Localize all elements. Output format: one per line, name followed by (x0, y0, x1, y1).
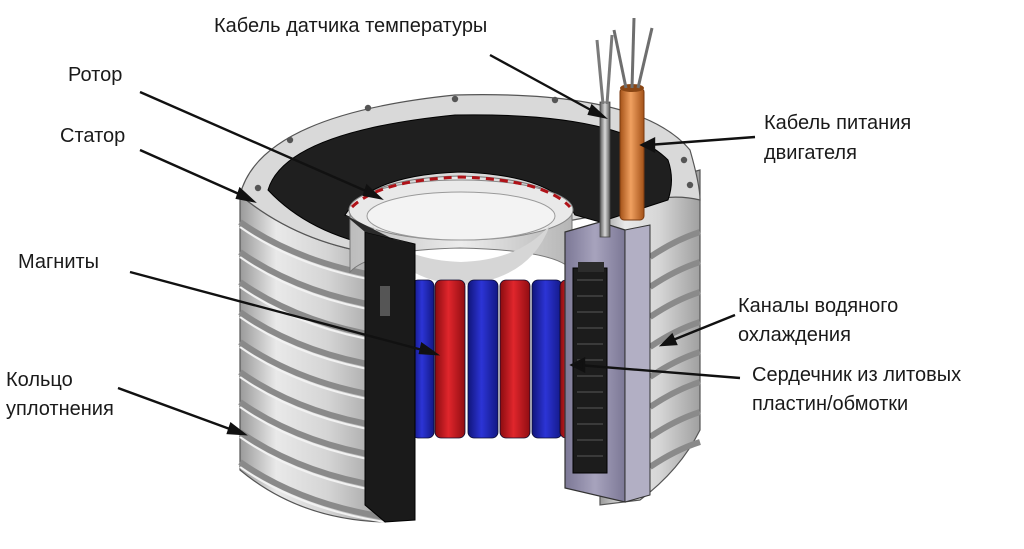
label-temp-sensor-cable: Кабель датчика температуры (214, 15, 488, 37)
cut-slot-left (380, 286, 390, 316)
arrow-magnets (418, 341, 441, 356)
groove-right (648, 409, 701, 440)
arrow-temp-sensor (587, 103, 608, 120)
magnets-group (411, 279, 583, 439)
arrow-stator (235, 186, 257, 203)
label-cooling-channels-line1: Каналы водяного (738, 295, 899, 317)
sensor-cable (599, 101, 611, 238)
label-rotor: Ротор (68, 64, 123, 86)
leader-lines (117, 53, 756, 436)
bolt-hole (551, 96, 559, 104)
sensor-wire-2 (605, 34, 614, 105)
arrow-core (569, 357, 586, 373)
power-cable (619, 87, 645, 221)
bolt-hole (451, 95, 459, 103)
groove-right (648, 259, 701, 290)
rotor-bore (348, 175, 574, 285)
bore-hole (366, 191, 556, 241)
arrow-power-cable (639, 137, 656, 153)
winding-top (578, 262, 604, 272)
cut-section-left (345, 215, 416, 523)
magnet-red (434, 279, 466, 439)
leader-rotor (139, 90, 376, 197)
leader-cooling (667, 313, 736, 344)
groove-left (238, 459, 386, 520)
leader-stator (139, 148, 249, 200)
groove-left-highlight (239, 466, 386, 523)
label-cooling-channels-line2: охлаждения (738, 324, 851, 346)
label-core-line1: Сердечник из литовых (752, 364, 962, 386)
label-seal-ring-line1: Кольцо (6, 369, 73, 391)
bolt-hole (286, 136, 294, 144)
groove-right (648, 229, 701, 260)
magnet-blue (531, 279, 563, 439)
power-wire-3 (636, 27, 654, 89)
leader-magnets (129, 270, 431, 354)
arrow-rotor (362, 183, 384, 200)
sensor-wire-1 (595, 39, 605, 105)
leader-seal-ring (117, 386, 239, 434)
label-power-cable-line1: Кабель питания (764, 112, 912, 134)
power-wire-2 (630, 17, 636, 89)
magnet-blue (467, 279, 499, 439)
cables (595, 17, 654, 238)
arrow-cooling (658, 332, 678, 347)
bolt-hole (680, 156, 688, 164)
arrow-seal-ring (226, 422, 248, 436)
label-magnets: Магниты (18, 251, 100, 273)
label-stator: Статор (60, 125, 126, 147)
rotor-edge-strip (350, 175, 572, 209)
groove-right (648, 439, 701, 470)
leader-core (577, 363, 741, 380)
groove-right (648, 379, 701, 410)
leader-temp-sensor (489, 53, 601, 117)
core-right-face (624, 224, 651, 503)
leader-power-cable (647, 135, 756, 147)
groove-right (648, 349, 701, 380)
groove-right (648, 319, 701, 350)
bore-floor (372, 225, 550, 285)
groove-right (648, 289, 701, 320)
power-wire-1 (612, 29, 628, 89)
bolt-hole (686, 181, 694, 189)
bolt-hole (364, 104, 372, 112)
label-power-cable-line2: двигателя (764, 142, 857, 164)
label-core-line2: пластин/обмотки (752, 393, 909, 415)
winding-lines (577, 279, 603, 457)
magnet-red (499, 279, 531, 439)
stator-cut-left (364, 231, 416, 523)
label-seal-ring-line2: уплотнения (6, 398, 114, 420)
bolt-hole (254, 184, 262, 192)
winding-slot (572, 267, 608, 474)
cut-section-right (564, 221, 651, 503)
